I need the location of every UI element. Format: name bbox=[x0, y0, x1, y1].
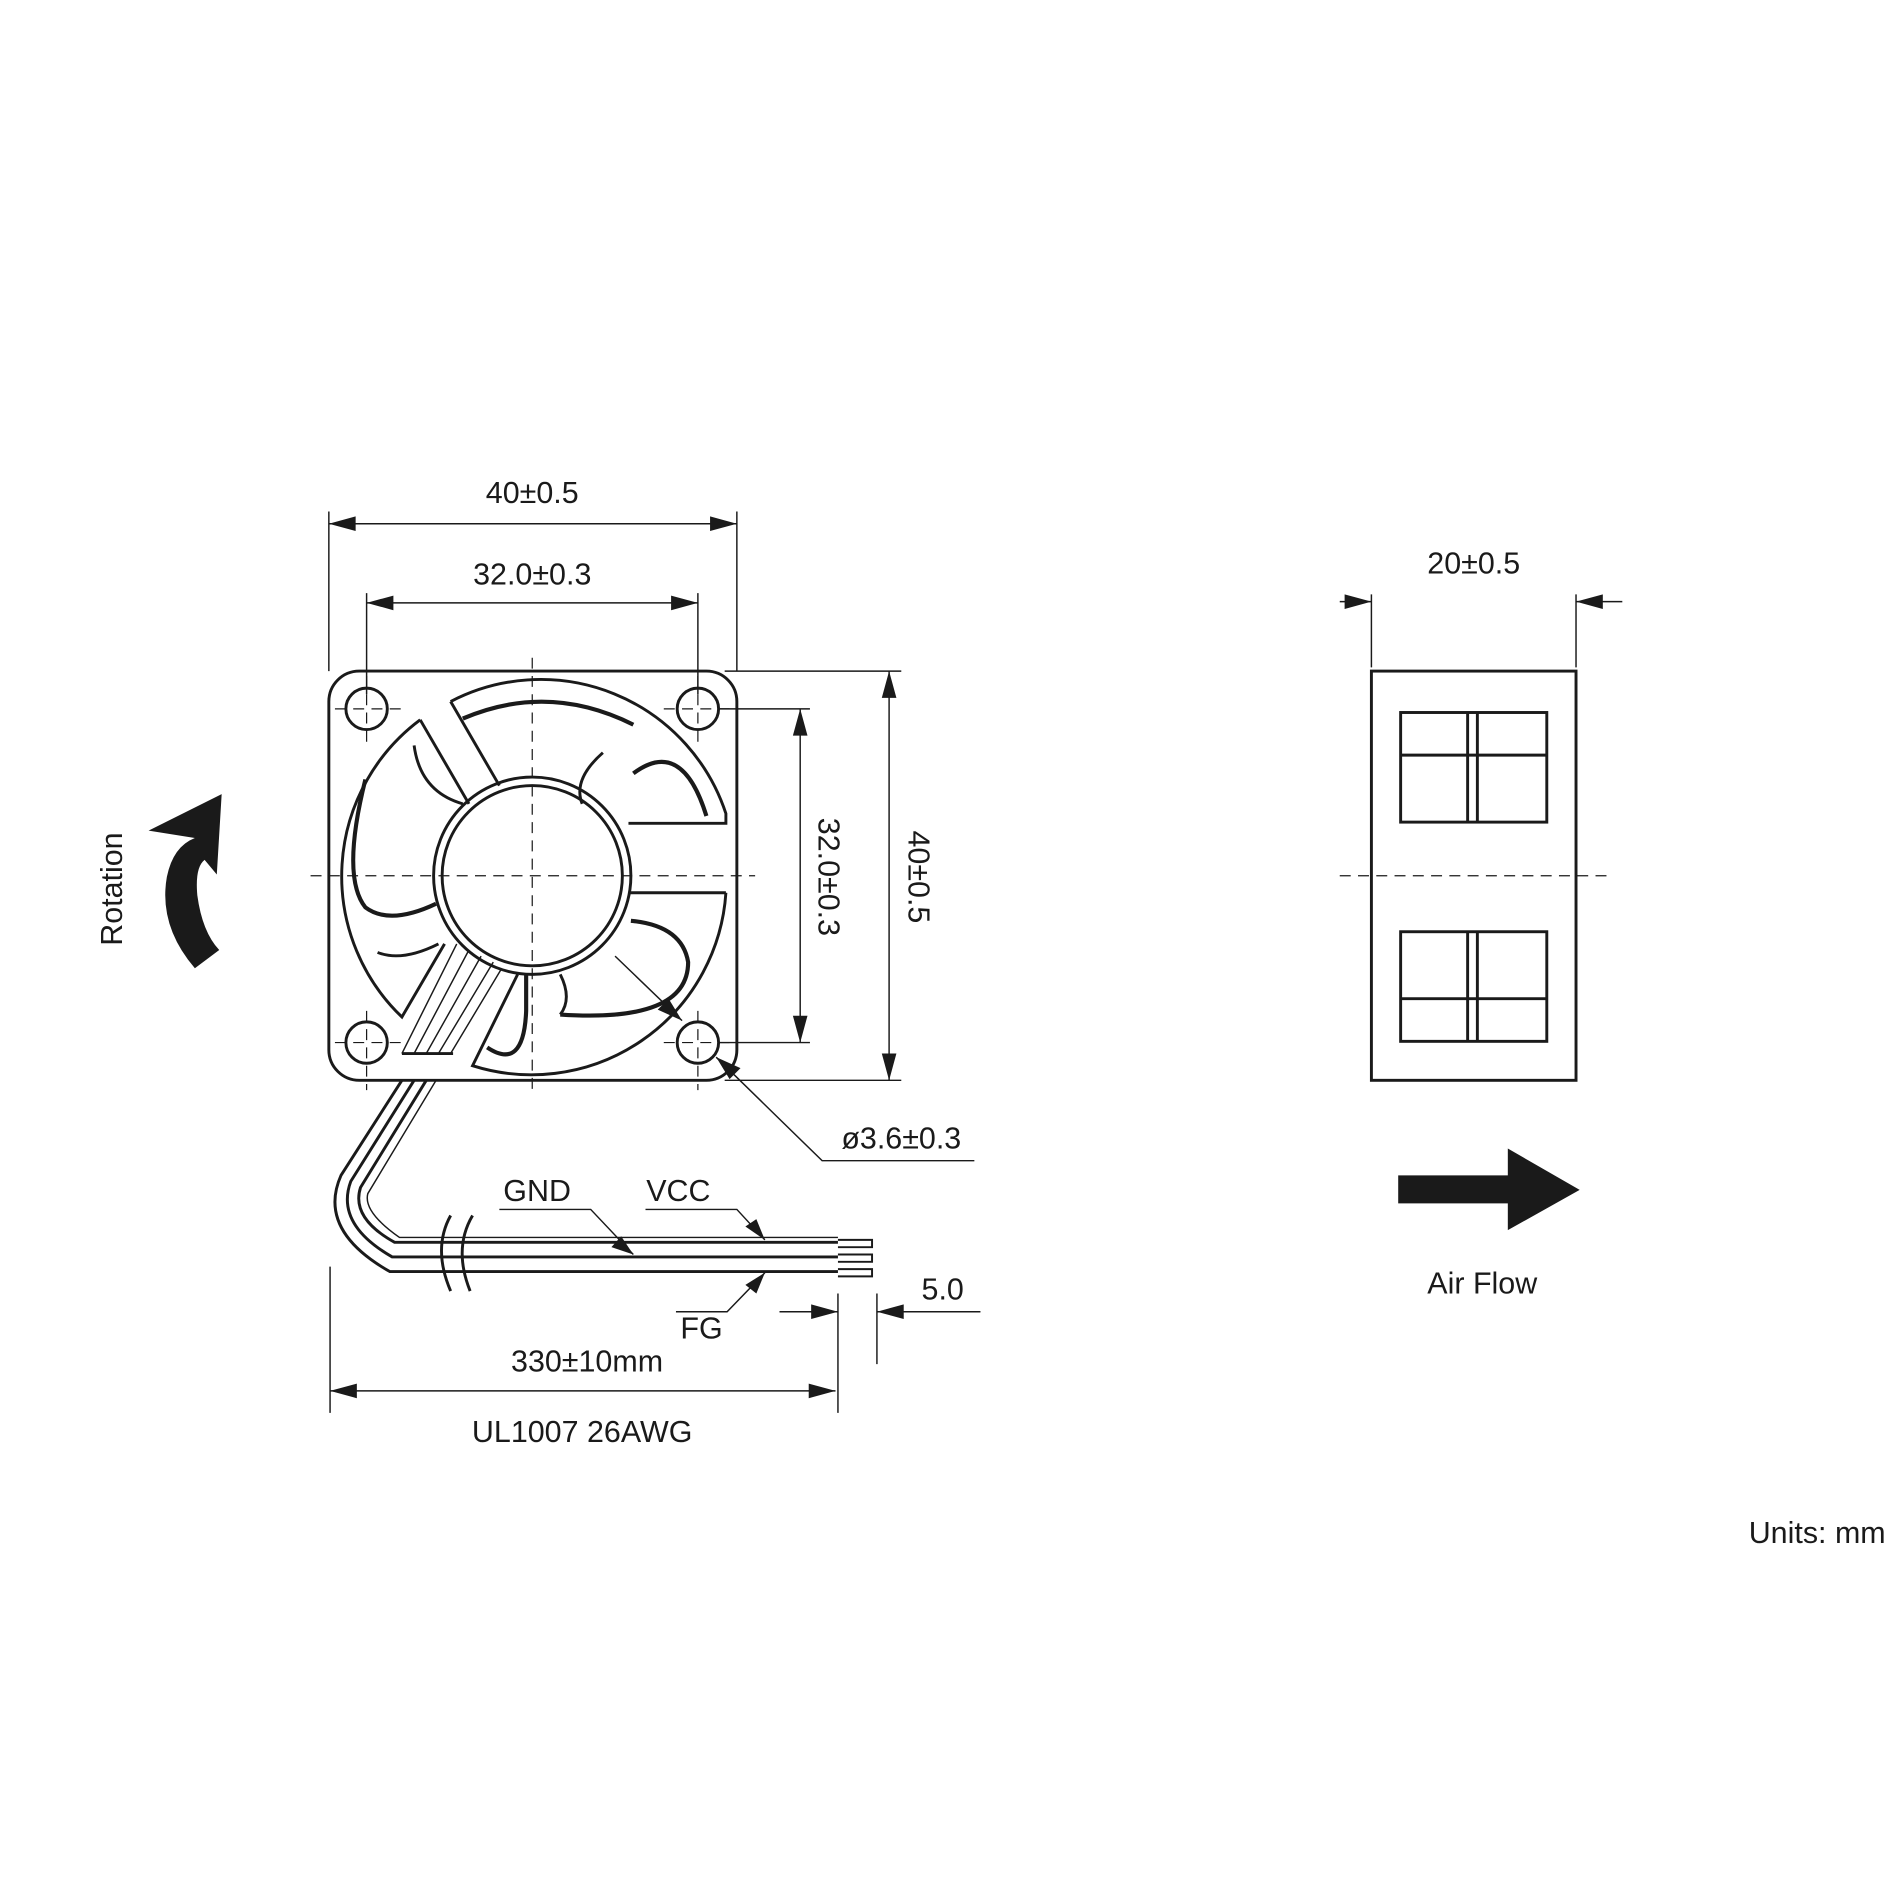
strip-length-label: 5.0 bbox=[922, 1273, 964, 1307]
fan-ring bbox=[449, 678, 728, 825]
depth-label: 20±0.5 bbox=[1427, 547, 1520, 581]
fg-label: FG bbox=[680, 1312, 722, 1346]
right-dimensions bbox=[718, 670, 902, 1082]
airflow-arrow-icon bbox=[1398, 1148, 1580, 1231]
center-lines bbox=[310, 657, 756, 1097]
fan-front-view bbox=[310, 657, 756, 1097]
rotation-arrow-icon bbox=[148, 794, 222, 969]
wire-spec-label: UL1007 26AWG bbox=[472, 1415, 693, 1449]
cable-break-mark bbox=[440, 1214, 474, 1292]
hole-diameter-label: ø3.6±0.3 bbox=[841, 1122, 961, 1156]
units-note: Units: mm bbox=[1749, 1516, 1886, 1550]
top-dimensions bbox=[328, 511, 738, 695]
rotation-label: Rotation bbox=[95, 832, 129, 945]
gnd-label: GND bbox=[503, 1174, 571, 1208]
fan-side-view bbox=[1339, 594, 1623, 1082]
overall-width-label: 40±0.5 bbox=[486, 476, 579, 510]
airflow-label: Air Flow bbox=[1427, 1266, 1538, 1300]
hole-spacing-height-label: 32.0±0.3 bbox=[811, 818, 845, 936]
cable-length-label: 330±10mm bbox=[511, 1344, 663, 1378]
overall-height-label: 40±0.5 bbox=[902, 830, 936, 923]
hole-spacing-width-label: 32.0±0.3 bbox=[473, 558, 591, 592]
vcc-label: VCC bbox=[646, 1174, 710, 1208]
cable bbox=[333, 1079, 874, 1313]
cable-dimensions bbox=[329, 1266, 981, 1413]
hole-diameter-leader bbox=[614, 955, 975, 1162]
